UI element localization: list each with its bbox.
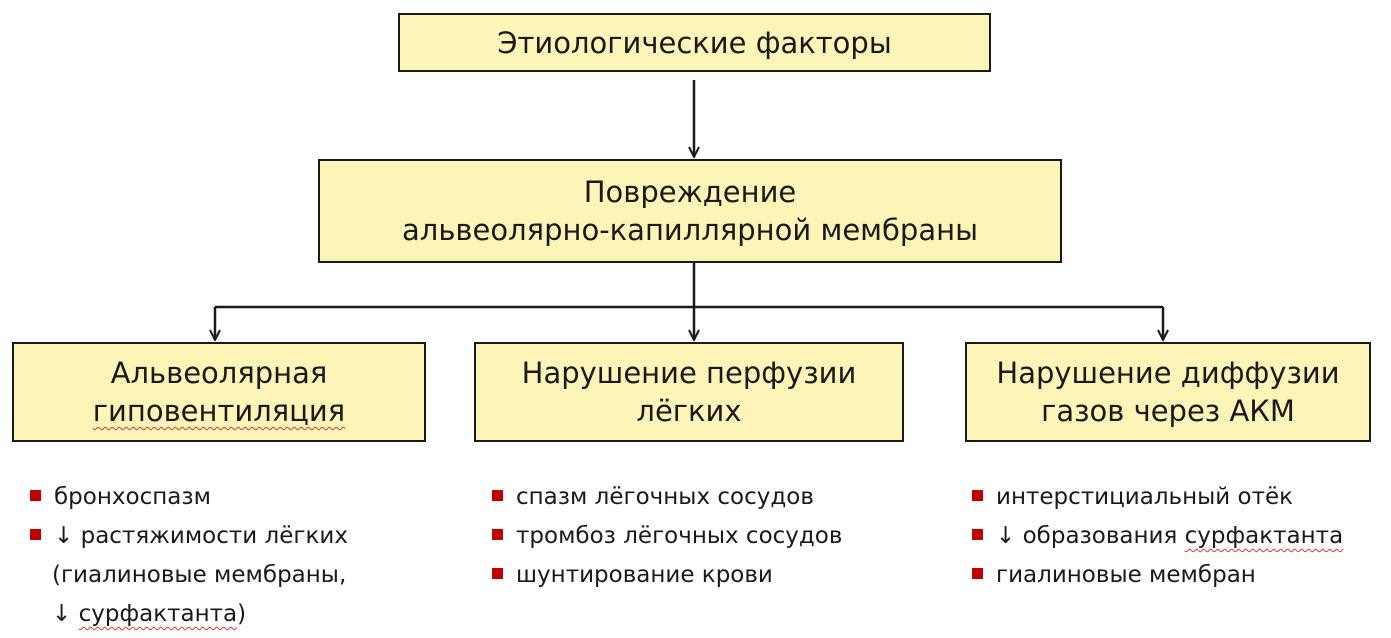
list-item: ↓ образования сурфактанта (972, 517, 1343, 556)
bullet-square-icon (492, 568, 503, 579)
bullet-square-icon (972, 568, 983, 579)
down-arrow-icon: ↓ (996, 523, 1016, 549)
bullet-square-icon (492, 490, 503, 501)
bullet-square-icon (972, 490, 983, 501)
list-item: шунтирование крови (492, 556, 842, 595)
diffusion-causes-list: интерстициальный отёк ↓ образования сурф… (972, 478, 1343, 595)
bullet-square-icon (30, 529, 41, 540)
list-item: гиалиновые мембран (972, 556, 1343, 595)
diffusion-box: Нарушение диффузии газов через АКМ (965, 342, 1371, 442)
list-item: ↓ растяжимости лёгких (гиалиновые мембра… (30, 517, 348, 634)
hypoventilation-title-line1: Альвеолярная (110, 356, 328, 390)
bullet-square-icon (492, 529, 503, 540)
list-item: интерстициальный отёк (972, 478, 1343, 517)
perfusion-causes-list: спазм лёгочных сосудов тромбоз лёгочных … (492, 478, 842, 595)
down-arrow-icon: ↓ (52, 601, 72, 627)
perfusion-title-line1: Нарушение перфузии (521, 356, 857, 390)
hypoventilation-causes-list: бронхоспазм ↓ растяжимости лёгких (гиали… (30, 478, 348, 634)
perfusion-box: Нарушение перфузии лёгких (474, 342, 904, 442)
list-item: спазм лёгочных сосудов (492, 478, 842, 517)
diffusion-title-line1: Нарушение диффузии (996, 356, 1340, 390)
down-arrow-icon: ↓ (54, 523, 74, 549)
membrane-damage-line2: альвеолярно-капиллярной мембраны (402, 213, 978, 247)
etiology-factors-label: Этиологические факторы (497, 25, 892, 60)
diffusion-title-line2: газов через АКМ (1041, 394, 1295, 428)
bullet-square-icon (972, 529, 983, 540)
perfusion-title-line2: лёгких (636, 394, 742, 428)
list-item: бронхоспазм (30, 478, 348, 517)
membrane-damage-line1: Повреждение (583, 175, 797, 209)
bullet-square-icon (30, 490, 41, 501)
hypoventilation-box: Альвеолярная гиповентиляция (12, 342, 426, 442)
membrane-damage-box: Повреждение альвеолярно-капиллярной мемб… (318, 159, 1062, 263)
hypoventilation-title-line2: гиповентиляция (92, 394, 346, 428)
etiology-factors-box: Этиологические факторы (398, 13, 991, 72)
list-item: тромбоз лёгочных сосудов (492, 517, 842, 556)
